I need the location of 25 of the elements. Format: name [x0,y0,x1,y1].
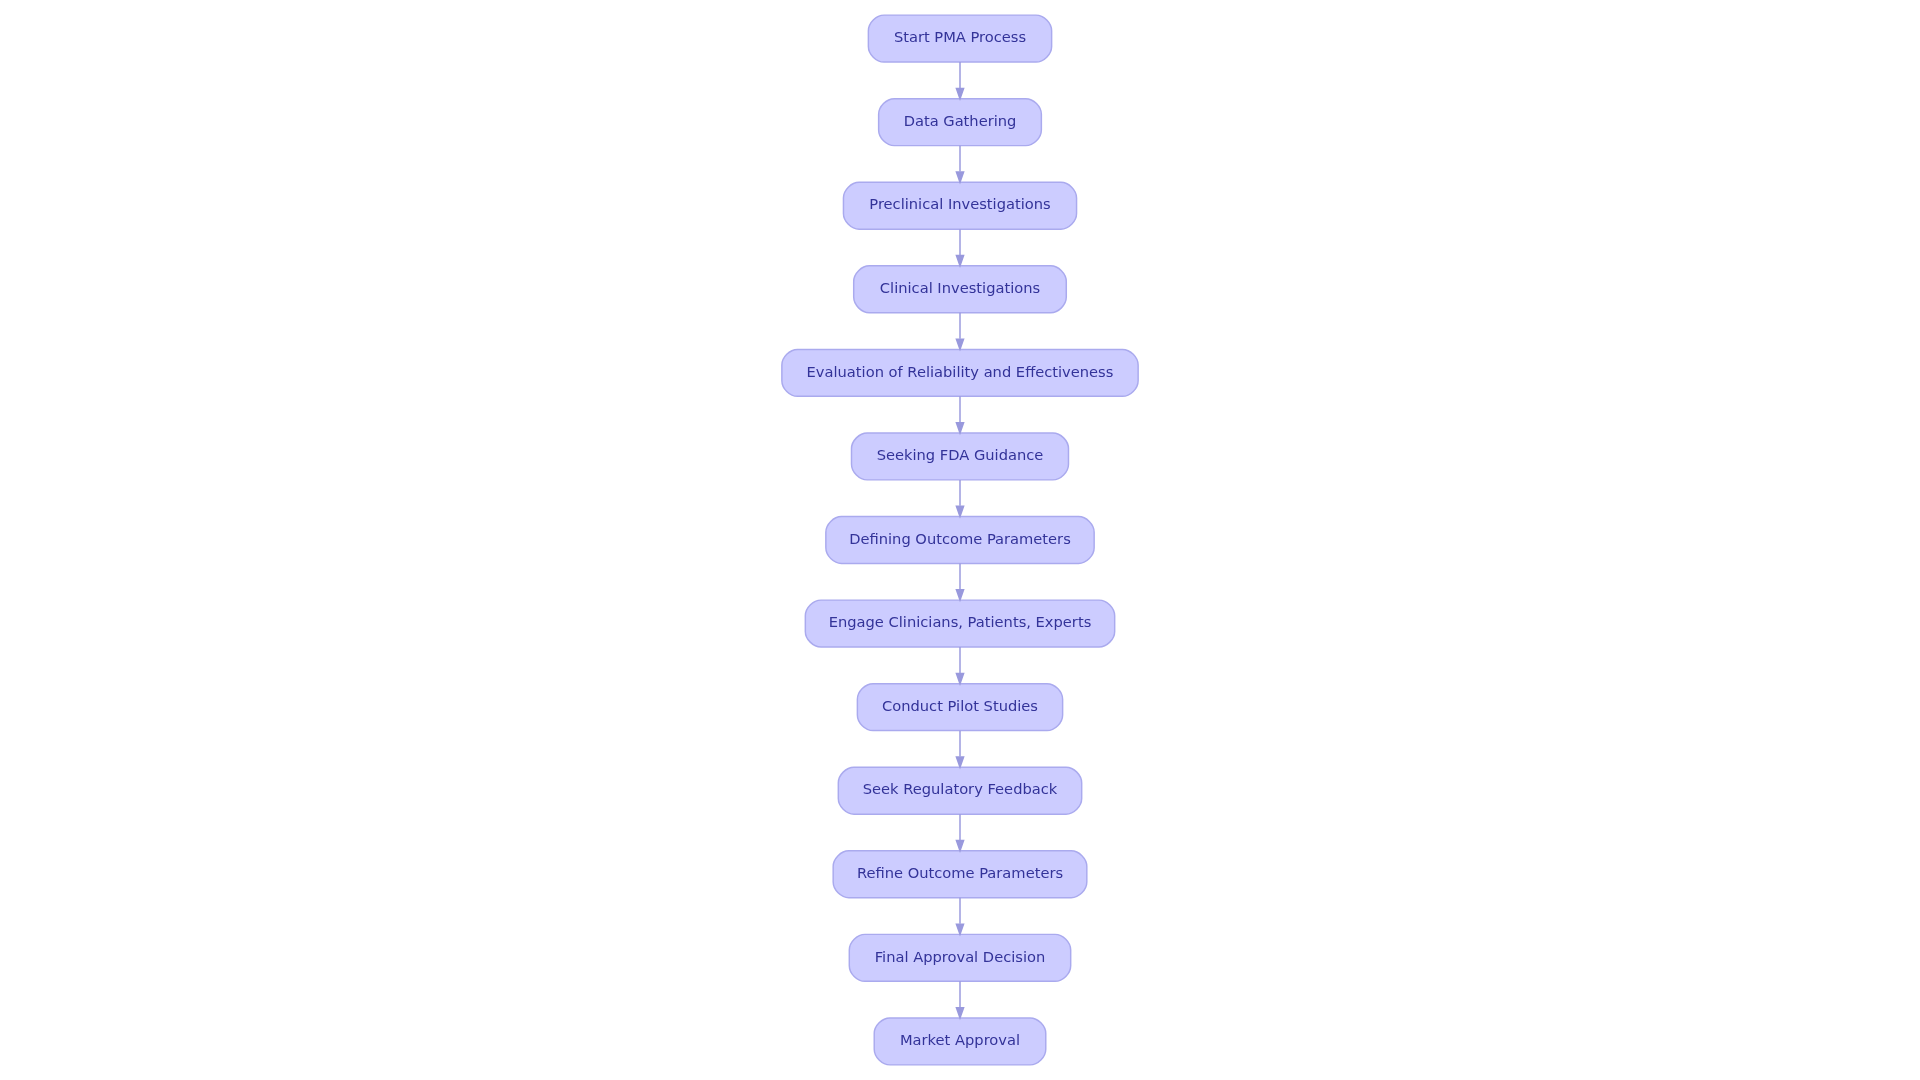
node-box: Defining Outcome Parameters [825,515,1095,565]
arrow [955,61,965,101]
arrow [955,980,965,1021]
arrow [955,813,965,854]
node-box: Final Approval Decision [848,933,1072,983]
arrow [955,729,965,770]
node-box: Seek Regulatory Feedback [837,766,1083,815]
arrow [955,562,965,603]
node-box: Data Gathering [877,97,1043,147]
node-box: Preclinical Investigations [842,181,1078,230]
arrow [955,312,965,352]
node-box: Clinical Investigations [852,265,1068,314]
arrow [955,479,965,519]
arrow [955,646,965,686]
arrow [955,144,965,185]
node-box: Start PMA Process [867,14,1053,63]
arrow [955,897,965,937]
arrow [955,395,965,436]
node-box: Evaluation of Reliability and Effectiveness [781,348,1139,398]
node-box: Market Approval [873,1017,1047,1066]
node-box: Engage Clinicians, Patients, Experts [804,599,1116,648]
node-box: Refine Outcome Parameters [832,850,1088,899]
node-box: Seeking FDA Guidance [850,432,1070,481]
node-box: Conduct Pilot Studies [856,682,1064,732]
arrow [955,228,965,269]
